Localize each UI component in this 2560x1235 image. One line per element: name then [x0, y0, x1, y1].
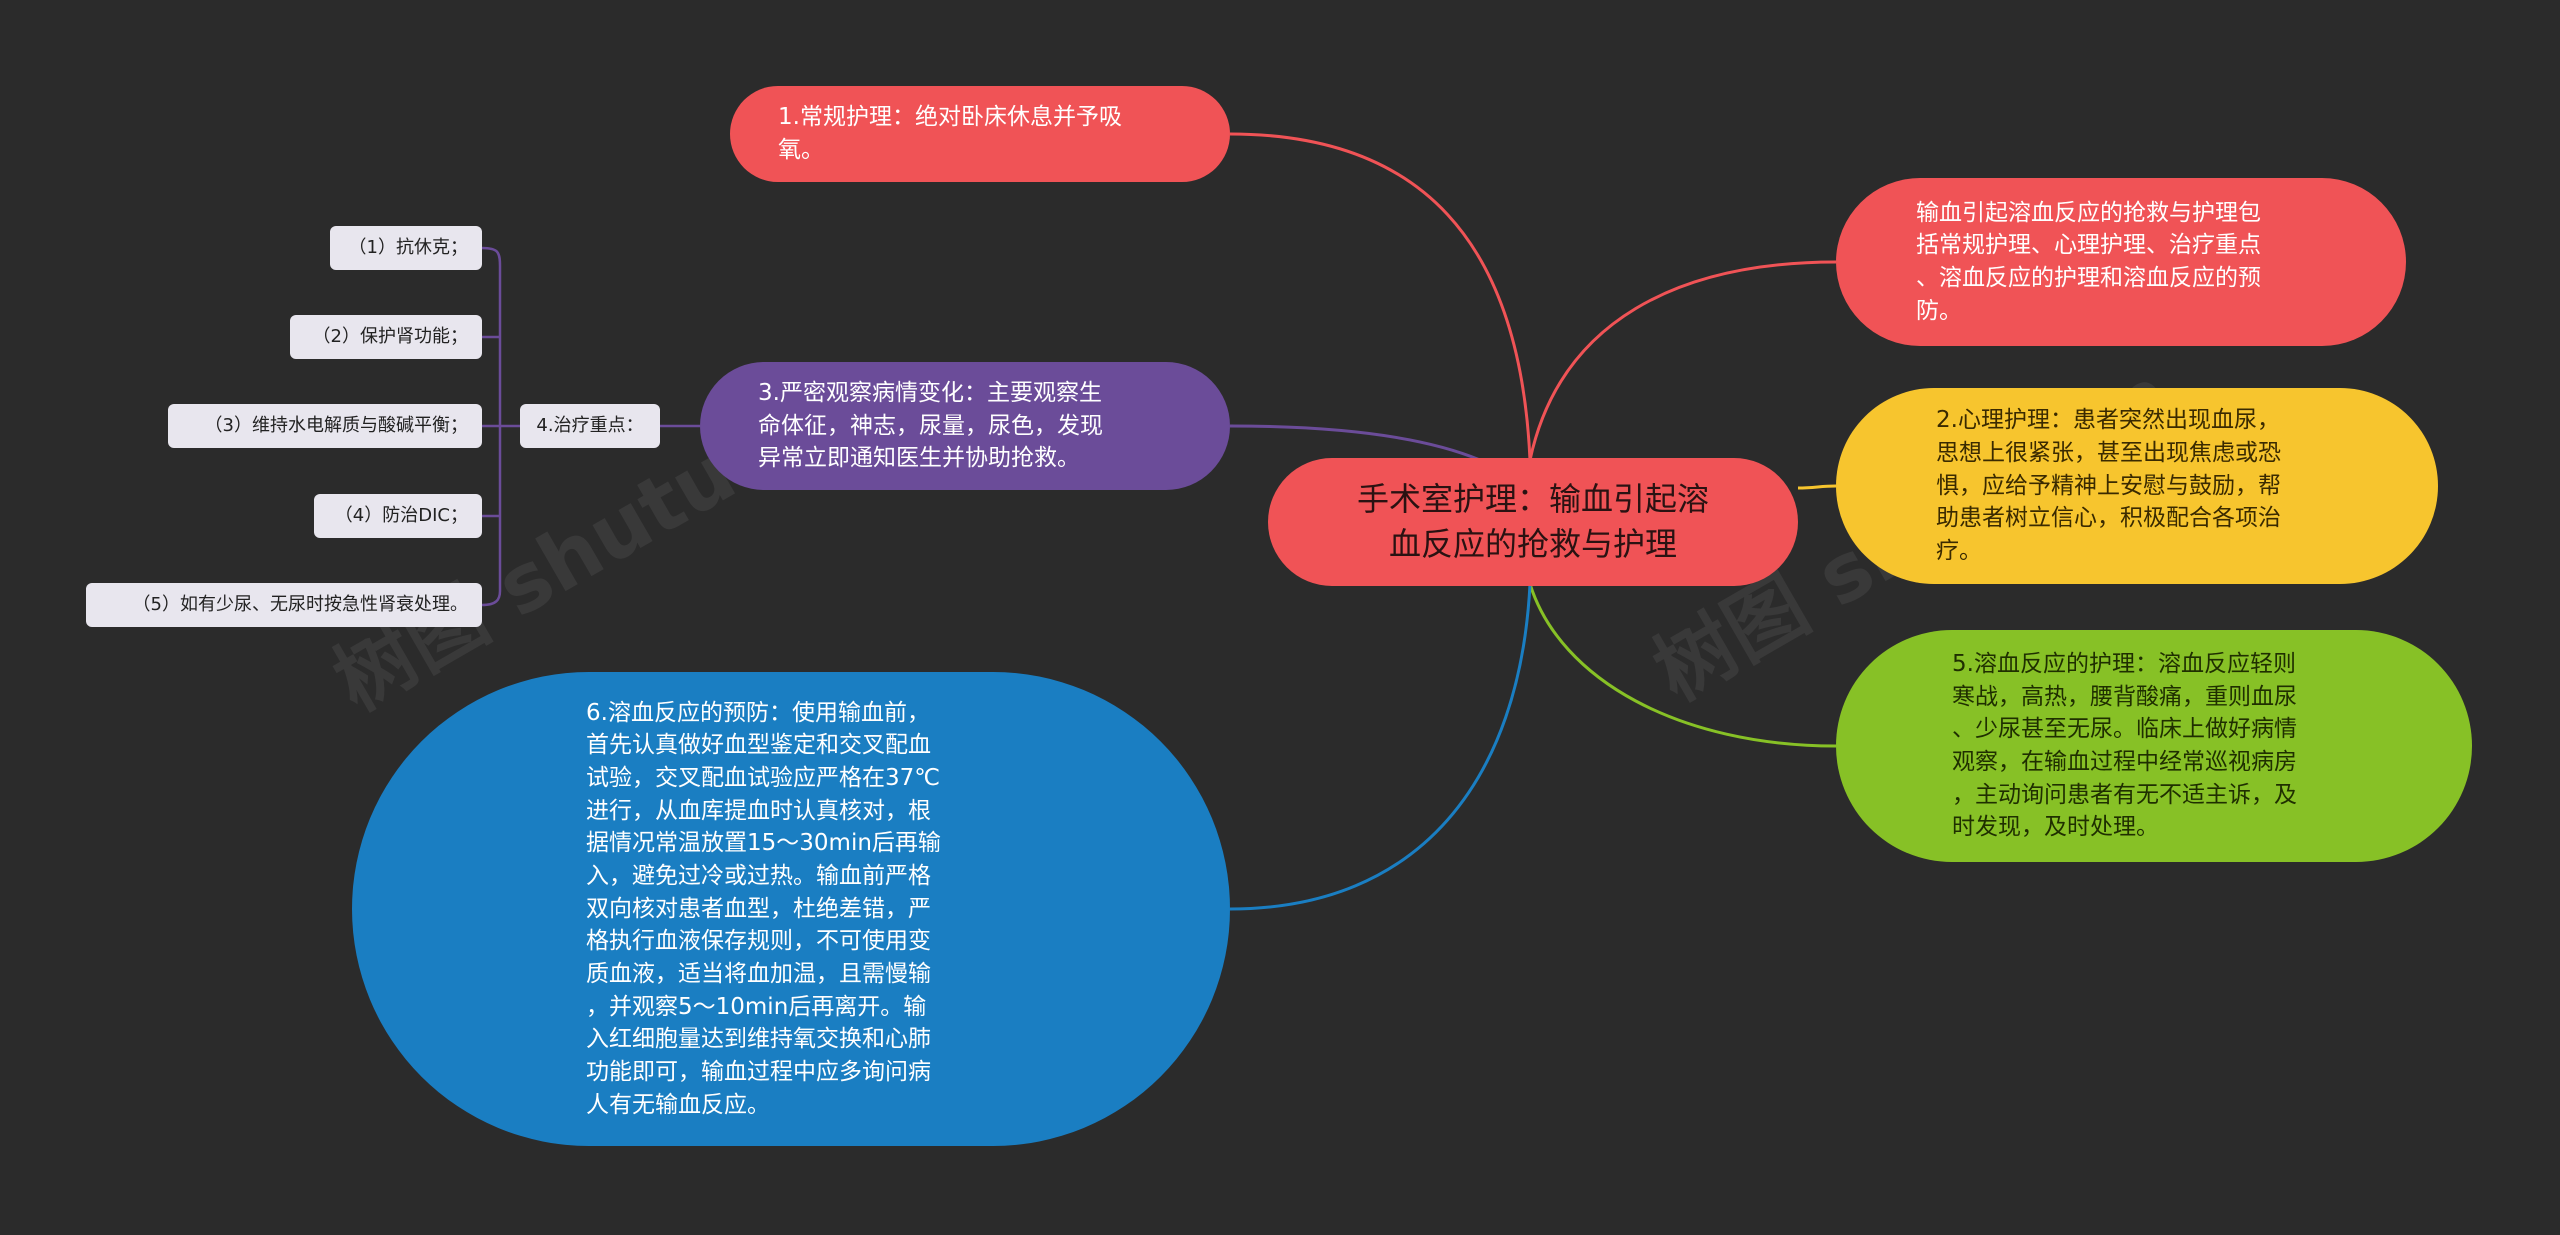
treatment-item[interactable]: （2）保护肾功能；: [290, 315, 482, 359]
link-center-n3: [1229, 424, 1481, 462]
subtopic-treatment-focus[interactable]: 4.治疗重点：: [520, 404, 660, 448]
link-center-n6: [1229, 583, 1532, 911]
treatment-item[interactable]: （1）抗休克；: [330, 226, 482, 270]
central-topic[interactable]: 手术室护理：输血引起溶 血反应的抢救与护理: [1268, 458, 1798, 586]
link-center-n2: [1797, 484, 1837, 490]
link-center-n1: [1229, 132, 1532, 461]
link-treatment-leaves: [481, 246, 520, 607]
topic-observation[interactable]: 3.严密观察病情变化：主要观察生 命体征，神志，尿量，尿色，发现 异常立即通知医…: [700, 362, 1230, 490]
topic-routine-care[interactable]: 1.常规护理：绝对卧床休息并予吸 氧。: [730, 86, 1230, 182]
link-center-n0: [1528, 260, 1837, 461]
treatment-item[interactable]: （4）防治DIC；: [314, 494, 482, 538]
topic-hemolysis-prevention[interactable]: 6.溶血反应的预防：使用输血前， 首先认真做好血型鉴定和交叉配血 试验，交叉配血…: [352, 672, 1230, 1146]
topic-hemolysis-care[interactable]: 5.溶血反应的护理：溶血反应轻则 寒战，高热，腰背酸痛，重则血尿 、少尿甚至无尿…: [1836, 630, 2472, 862]
link-center-n5: [1528, 583, 1837, 748]
topic-summary[interactable]: 输血引起溶血反应的抢救与护理包 括常规护理、心理护理、治疗重点 、溶血反应的护理…: [1836, 178, 2406, 346]
treatment-item[interactable]: （3）维持水电解质与酸碱平衡；: [168, 404, 482, 448]
treatment-item[interactable]: （5）如有少尿、无尿时按急性肾衰处理。: [86, 583, 482, 627]
topic-psychological-care[interactable]: 2.心理护理：患者突然出现血尿， 思想上很紧张，甚至出现焦虑或恐 惧，应给予精神…: [1836, 388, 2438, 584]
